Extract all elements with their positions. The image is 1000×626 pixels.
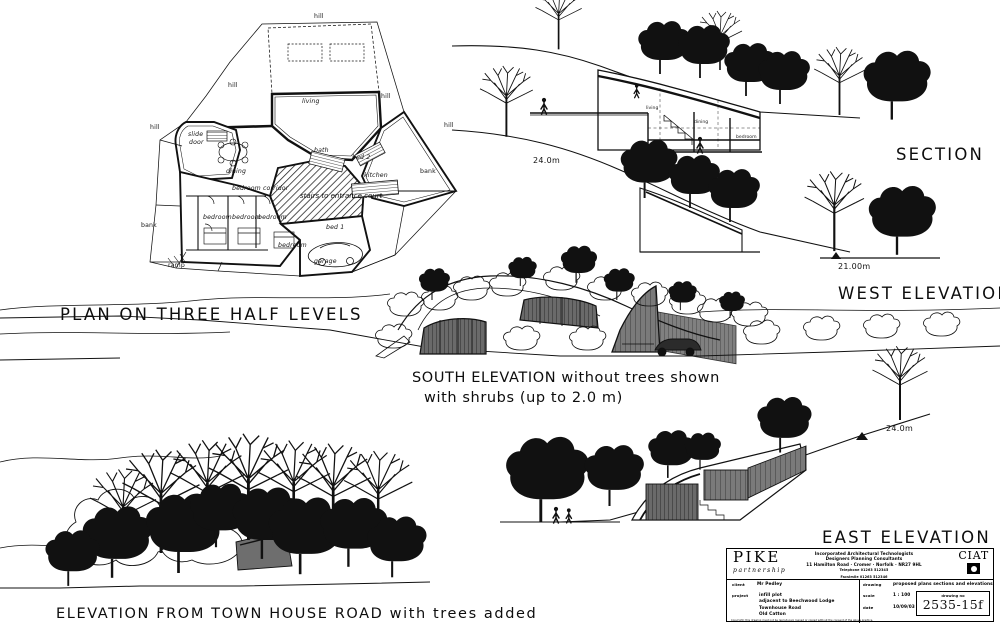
section-label-dining: dining xyxy=(694,120,709,125)
title-block-divider xyxy=(859,580,860,623)
accreditation-line-4: Facsimile 01263 512346 xyxy=(840,574,888,579)
caption-plan: PLAN ON THREE HALF LEVELS xyxy=(60,305,363,324)
accreditation-line-2: 11 Hamilton Road · Cromer · Norfolk · NR… xyxy=(806,561,922,567)
accreditation-line-1: Incorporated Architectural Technologists… xyxy=(814,551,914,562)
plan-label-dining: dining xyxy=(226,168,247,175)
project-line-4: Old Catton xyxy=(759,612,786,617)
title-block-body: client Mr Pedley drawing proposed plans … xyxy=(727,580,993,623)
south-elevation-drawing xyxy=(0,245,1000,359)
date-key: date xyxy=(863,605,874,610)
caption-south-elevation-line2: with shrubs (up to 2.0 m) xyxy=(424,390,623,406)
practice-name: PIKE xyxy=(733,548,781,566)
drawing-number-box: drawing no 2535-15f xyxy=(916,591,990,616)
caption-east-elevation: EAST ELEVATION xyxy=(822,528,991,547)
title-block: PIKE partnership Incorporated Architectu… xyxy=(726,548,994,623)
copyright-note: Copyright: this drawing must not be repr… xyxy=(731,619,874,622)
plan-label-ramp: ramp xyxy=(168,262,185,269)
plan-label-slide-door-1: slide xyxy=(188,131,204,138)
accreditation-line-3: Telephone 01263 512345 xyxy=(839,568,889,573)
caption-section: SECTION xyxy=(896,145,985,164)
date-value: 10/09/03 xyxy=(893,604,915,610)
ciat-emblem-icon xyxy=(967,563,981,574)
section-label-living: living xyxy=(646,106,659,111)
town-house-road-elevation-drawing xyxy=(0,432,431,589)
scale-value: 1 : 100 xyxy=(893,592,911,598)
caption-south-elevation-line1: SOUTH ELEVATION without trees shown xyxy=(412,370,720,386)
plan-label-hill-east: hill xyxy=(444,122,454,129)
east-elevation-drawing xyxy=(500,345,931,524)
project-line-2: adjacent to Beechwood Lodge xyxy=(759,599,835,604)
plan-label-bedroom-corridor: bedroom corridor xyxy=(232,185,289,192)
plan-label-bank-right: bank xyxy=(420,168,436,175)
plan-label-bedroom-c: bedroom xyxy=(258,214,287,221)
plan-label-hill-left-upper: hill xyxy=(228,82,238,89)
client-key: client xyxy=(732,582,745,587)
practice-logo: PIKE partnership xyxy=(733,548,787,575)
plan-label-stairs-note: stairs to entrance court xyxy=(300,192,383,200)
plan-label-kitchen: kitchen xyxy=(364,172,388,179)
drawing-value: proposed plans sections and elevations xyxy=(893,581,993,587)
plan-label-bed1: bed 1 xyxy=(326,224,345,231)
ciat-logo: CIAT xyxy=(958,550,989,574)
plan-label-hill-far-left: hill xyxy=(150,124,160,131)
institute-name: CIAT xyxy=(958,549,989,562)
plan-label-hill-top: hill xyxy=(314,13,324,20)
plan-label-bedroom-d: bedroom xyxy=(278,242,307,249)
project-line-3: Townhouse Road xyxy=(759,605,802,611)
scale-key: scale xyxy=(863,593,875,598)
plan-label-living: living xyxy=(302,98,320,105)
plan-label-slide-door-2: door xyxy=(189,139,204,146)
level-marker-west: 21.00m xyxy=(838,262,871,271)
plan-label-bedroom-a: bedroom xyxy=(203,214,232,221)
title-block-header: PIKE partnership Incorporated Architectu… xyxy=(727,549,993,580)
caption-west-elevation: WEST ELEVATION xyxy=(838,284,1000,303)
practice-address: Incorporated Architectural Technologists… xyxy=(805,551,923,580)
drawing-no-value: 2535-15f xyxy=(922,597,984,612)
plan-label-bedroom-b: bedroom xyxy=(232,214,261,221)
level-marker-section: 24.0m xyxy=(533,156,561,165)
plan-label-bath: bath xyxy=(314,147,329,154)
section-label-bedroom: bedroom xyxy=(736,135,757,140)
section-drawing xyxy=(451,0,932,154)
project-key: project xyxy=(732,593,749,598)
drawing-key: drawing xyxy=(863,582,882,587)
plan-label-hill-right: hill xyxy=(381,93,391,100)
caption-town-house-road: ELEVATION FROM TOWN HOUSE ROAD with tree… xyxy=(56,606,538,622)
plan-label-garage: garage xyxy=(314,258,337,265)
practice-suffix: partnership xyxy=(733,567,787,574)
plan-label-bed2: bed 2 xyxy=(352,154,371,161)
drawing-no-key: drawing no xyxy=(941,594,965,598)
client-value: Mr Pedley xyxy=(757,581,783,587)
level-marker-east: 24.0m xyxy=(886,424,914,433)
project-line-1: infill plot xyxy=(759,592,782,598)
floor-plan-drawing xyxy=(149,21,458,278)
plan-label-bank-left: bank xyxy=(141,222,157,229)
